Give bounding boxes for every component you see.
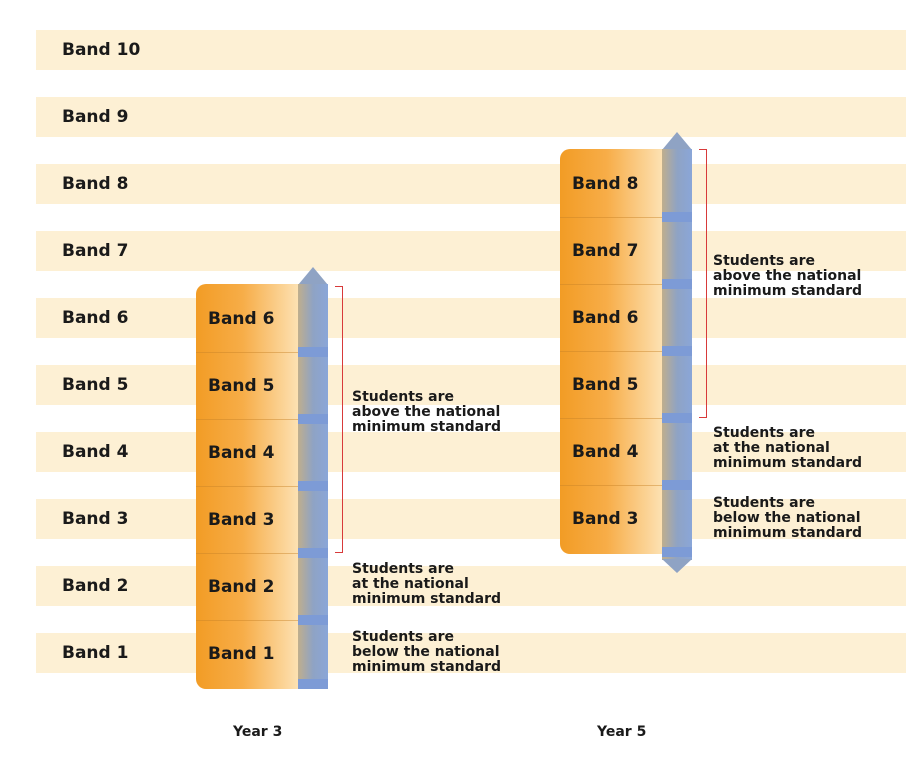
bg-band-9 bbox=[36, 97, 906, 137]
year5-band-cell: Band 6 bbox=[572, 308, 639, 328]
bg-band-4 bbox=[36, 432, 906, 472]
scale-tick bbox=[662, 547, 692, 557]
year3-above-bracket bbox=[335, 286, 343, 553]
year5-band-cell: Band 8 bbox=[572, 174, 639, 194]
year5-scale-arrow-up-icon bbox=[662, 132, 692, 150]
year3-band-cell: Band 5 bbox=[208, 376, 275, 396]
bg-band-label: Band 2 bbox=[62, 576, 129, 596]
bg-band-label: Band 7 bbox=[62, 241, 129, 261]
bg-band-label: Band 5 bbox=[62, 375, 129, 395]
band-divider bbox=[196, 352, 300, 353]
annotation-line: minimum standard bbox=[713, 525, 863, 541]
bg-band-5 bbox=[36, 365, 906, 405]
bg-band-label: Band 1 bbox=[62, 643, 129, 663]
year3-scale-arrow-icon bbox=[298, 267, 328, 285]
year5-above-annotation: Students are above the national minimum … bbox=[713, 254, 862, 299]
band-divider bbox=[196, 620, 300, 621]
year5-band-column: Band 8 Band 7 Band 6 Band 5 Band 4 Band … bbox=[560, 149, 664, 554]
annotation-line: below the national bbox=[713, 510, 861, 526]
year5-band-cell: Band 4 bbox=[572, 442, 639, 462]
annotation-line: at the national bbox=[352, 576, 469, 592]
annotation-line: Students are bbox=[713, 425, 815, 441]
bg-band-label: Band 8 bbox=[62, 174, 129, 194]
year5-band-cell: Band 3 bbox=[572, 509, 639, 529]
annotation-line: minimum standard bbox=[352, 419, 502, 435]
band-divider bbox=[560, 485, 664, 486]
year3-band-cell: Band 2 bbox=[208, 577, 275, 597]
year3-band-column: Band 6 Band 5 Band 4 Band 3 Band 2 Band … bbox=[196, 284, 300, 689]
year5-label: Year 5 bbox=[597, 724, 647, 740]
scale-tick bbox=[662, 480, 692, 490]
scale-tick bbox=[662, 279, 692, 289]
year5-at-annotation: Students are at the national minimum sta… bbox=[713, 426, 862, 471]
year3-above-annotation: Students are above the national minimum … bbox=[352, 390, 501, 435]
bg-band-8 bbox=[36, 164, 906, 204]
year3-label: Year 3 bbox=[233, 724, 283, 740]
scale-tick bbox=[298, 679, 328, 689]
bg-band-label: Band 4 bbox=[62, 442, 129, 462]
year5-scale-strip bbox=[662, 149, 692, 560]
annotation-line: Students are bbox=[352, 629, 454, 645]
annotation-line: above the national bbox=[352, 404, 501, 420]
year3-band-cell: Band 1 bbox=[208, 644, 275, 664]
year3-band-cell: Band 6 bbox=[208, 309, 275, 329]
year3-band-cell: Band 4 bbox=[208, 443, 275, 463]
year5-band-cell: Band 5 bbox=[572, 375, 639, 395]
scale-tick bbox=[298, 615, 328, 625]
bg-band-10 bbox=[36, 30, 906, 70]
band-divider bbox=[196, 486, 300, 487]
bg-band-7 bbox=[36, 231, 906, 271]
year5-below-annotation: Students are below the national minimum … bbox=[713, 496, 862, 541]
year3-below-annotation: Students are below the national minimum … bbox=[352, 630, 501, 675]
annotation-line: Students are bbox=[713, 495, 815, 511]
bg-band-label: Band 9 bbox=[62, 107, 129, 127]
year5-band-cell: Band 7 bbox=[572, 241, 639, 261]
band-divider bbox=[196, 419, 300, 420]
scale-tick bbox=[298, 481, 328, 491]
scale-tick bbox=[662, 346, 692, 356]
scale-tick bbox=[298, 347, 328, 357]
annotation-line: Students are bbox=[713, 253, 815, 269]
annotation-line: Students are bbox=[352, 389, 454, 405]
annotation-line: above the national bbox=[713, 268, 862, 284]
bg-band-label: Band 10 bbox=[62, 40, 141, 60]
annotation-line: minimum standard bbox=[713, 455, 863, 471]
annotation-line: minimum standard bbox=[352, 659, 502, 675]
year3-at-annotation: Students are at the national minimum sta… bbox=[352, 562, 501, 607]
annotation-line: below the national bbox=[352, 644, 500, 660]
band-divider bbox=[560, 351, 664, 352]
band-divider bbox=[560, 217, 664, 218]
bg-band-1 bbox=[36, 633, 906, 673]
bg-band-label: Band 3 bbox=[62, 509, 129, 529]
scale-tick bbox=[298, 414, 328, 424]
band-divider bbox=[196, 553, 300, 554]
scale-tick bbox=[298, 548, 328, 558]
year5-above-bracket bbox=[699, 149, 707, 418]
year5-scale-arrow-down-icon bbox=[662, 559, 692, 573]
band-divider bbox=[560, 284, 664, 285]
bg-band-3 bbox=[36, 499, 906, 539]
bg-band-2 bbox=[36, 566, 906, 606]
scale-tick bbox=[662, 212, 692, 222]
annotation-line: minimum standard bbox=[352, 591, 502, 607]
year3-scale-strip bbox=[298, 284, 328, 689]
band-divider bbox=[560, 418, 664, 419]
year3-band-cell: Band 3 bbox=[208, 510, 275, 530]
scale-tick bbox=[662, 413, 692, 423]
annotation-line: at the national bbox=[713, 440, 830, 456]
bg-band-label: Band 6 bbox=[62, 308, 129, 328]
bg-band-6 bbox=[36, 298, 906, 338]
annotation-line: Students are bbox=[352, 561, 454, 577]
annotation-line: minimum standard bbox=[713, 283, 863, 299]
